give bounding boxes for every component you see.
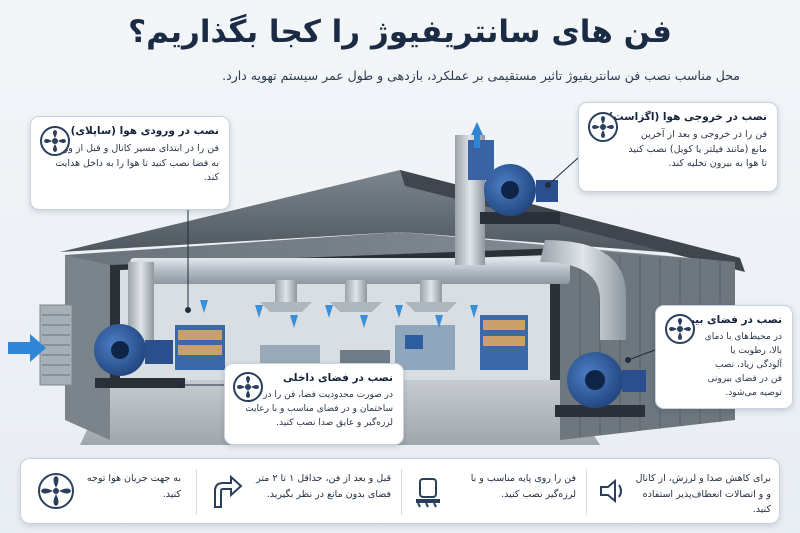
callout-indoor-text: در صورت محدودیت فضا، فن را در داخل ساختم… bbox=[241, 390, 393, 428]
tip-sound-text: برای کاهش صدا و لرزش، از کانال و و اتصال… bbox=[635, 473, 771, 516]
callout-exhaust-title: نصب در خروجی هوا (اگزاست) bbox=[608, 111, 767, 123]
fan-icon bbox=[665, 314, 695, 344]
outdoor-duct bbox=[540, 240, 626, 340]
callout-indoor-title: نصب در فضای داخلی bbox=[282, 372, 393, 384]
callout-outdoor-title: نصب در فضای بیرونی bbox=[667, 314, 782, 326]
tips-bar: برای کاهش صدا و لرزش، از کانال و و اتصال… bbox=[20, 458, 780, 524]
callout-indoor: نصب در فضای داخلی در صورت محدودیت فضا، ف… bbox=[224, 363, 404, 445]
inlet-arrow bbox=[8, 334, 46, 362]
tip-base: فن را روی پایه مناسب و با لرزه‌گیر نصب ک… bbox=[406, 459, 586, 525]
machine-1 bbox=[395, 325, 455, 370]
page-subtitle: محل مناسب نصب فن سانتریفیوژ تاثیر مستقیم… bbox=[222, 68, 740, 83]
divider bbox=[586, 469, 587, 515]
callout-inlet-title: نصب در ورودی هوا (ساپلای) bbox=[70, 125, 219, 137]
roof-exhaust-fan bbox=[468, 140, 560, 224]
vibration-base-icon bbox=[416, 478, 440, 508]
left-wall bbox=[65, 255, 110, 440]
roof bbox=[60, 170, 740, 258]
callout-inlet-text: فن را در ابتدای مسیر کانال و قبل از ورود… bbox=[54, 143, 219, 184]
tip-airflow-text: به جهت جریان هوا توجه کنید. bbox=[86, 473, 181, 500]
drop-duct-2 bbox=[345, 280, 367, 305]
callout-outdoor-text: در محیط‌های با دمای بالا، رطوبت یا آلودگ… bbox=[704, 332, 782, 398]
tip-sound: برای کاهش صدا و لرزش، از کانال و و اتصال… bbox=[591, 459, 781, 525]
outdoor-fan bbox=[555, 352, 646, 417]
callout-exhaust-text: فن را در خروجی و بعد از آخرین مانع (مانن… bbox=[628, 129, 767, 170]
supply-fan bbox=[94, 324, 185, 388]
tip-clearance-text: قبل و بعد از فن، حداقل ۱ تا ۲ متر فضای ب… bbox=[256, 473, 391, 500]
supply-arrows bbox=[200, 300, 478, 328]
divider bbox=[196, 469, 197, 515]
sound-dampening-icon bbox=[600, 478, 622, 504]
exhaust-arrow bbox=[471, 122, 483, 135]
fan-icon bbox=[40, 126, 70, 156]
page-title: فن های سانتریفیوژ را کجا بگذاریم؟ bbox=[128, 14, 672, 50]
fan-icon bbox=[38, 473, 74, 509]
divider bbox=[401, 469, 402, 515]
drop-duct-1 bbox=[275, 280, 297, 305]
fan-icon bbox=[233, 372, 263, 402]
callout-outdoor: نصب در فضای بیرونی در محیط‌های با دمای ب… bbox=[655, 305, 793, 409]
drop-duct-3 bbox=[420, 280, 442, 305]
callout-exhaust: نصب در خروجی هوا (اگزاست) فن را در خروجی… bbox=[578, 102, 778, 192]
tip-clearance: قبل و بعد از فن، حداقل ۱ تا ۲ متر فضای ب… bbox=[201, 459, 401, 525]
tip-airflow: به جهت جریان هوا توجه کنید. bbox=[21, 459, 196, 525]
callout-inlet: نصب در ورودی هوا (ساپلای) فن را در ابتدا… bbox=[30, 116, 230, 210]
duct-elbow-icon bbox=[214, 474, 243, 508]
fan-icon bbox=[588, 112, 618, 142]
tip-base-text: فن را روی پایه مناسب و با لرزه‌گیر نصب ک… bbox=[470, 473, 576, 500]
